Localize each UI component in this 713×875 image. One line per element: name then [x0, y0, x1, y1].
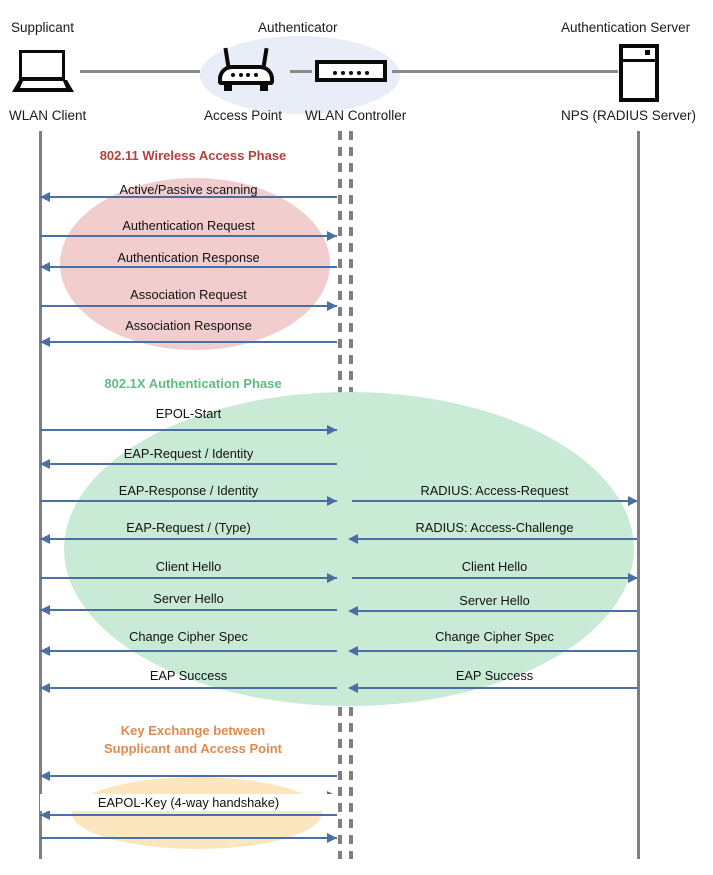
message-line: [40, 650, 337, 653]
arrowhead-left-icon: [40, 337, 50, 347]
message-line: [40, 341, 337, 344]
message-label: Server Hello: [153, 591, 224, 606]
message-label: Association Response: [125, 318, 252, 333]
laptop-icon: [12, 50, 74, 92]
arrowhead-left-icon: [40, 810, 50, 820]
arrowhead-left-icon: [348, 606, 358, 616]
group-label-eapol-key: EAPOL-Key (4-way handshake): [40, 794, 337, 811]
lifeline-auth-server: [637, 131, 640, 859]
message-label: Active/Passive scanning: [119, 182, 258, 197]
arrowhead-right-icon: [327, 573, 337, 583]
message-label-right: Change Cipher Spec: [435, 629, 554, 644]
arrowhead-left-icon: [40, 534, 50, 544]
arrowhead-right-icon: [327, 301, 337, 311]
arrowhead-right-icon: [628, 496, 638, 506]
message-line: [40, 196, 337, 199]
message-line-right: [352, 500, 637, 503]
message-line-right: [352, 687, 637, 690]
phase-title-key-exchange-line1: Key Exchange between: [120, 723, 266, 738]
message-label: Client Hello: [155, 559, 222, 574]
message-line: [40, 463, 337, 466]
access-point-icon: [218, 47, 274, 92]
device-label-nps: NPS (RADIUS Server): [561, 108, 697, 123]
wire-client-ap: [80, 70, 200, 73]
message-label: EAP-Response / Identity: [118, 483, 259, 498]
arrowhead-right-icon: [327, 833, 337, 843]
message-line: [40, 500, 337, 503]
message-line: [40, 814, 337, 817]
message-line: [40, 266, 337, 269]
arrowhead-right-icon: [327, 231, 337, 241]
device-label-access-point: Access Point: [204, 108, 283, 123]
message-line: [40, 429, 337, 432]
message-line-right: [352, 577, 637, 580]
arrowhead-left-icon: [40, 646, 50, 656]
message-label: EPOL-Start: [155, 406, 222, 421]
message-line: [40, 577, 337, 580]
phase-blob-dot1x: [64, 392, 634, 706]
message-label: Association Request: [130, 287, 247, 302]
message-label-right: RADIUS: Access-Challenge: [415, 520, 574, 535]
phase-title-wireless-access: 802.11 Wireless Access Phase: [99, 148, 287, 163]
arrowhead-left-icon: [348, 534, 358, 544]
arrowhead-right-icon: [327, 425, 337, 435]
arrowhead-left-icon: [40, 683, 50, 693]
arrowhead-left-icon: [348, 646, 358, 656]
arrowhead-left-icon: [348, 683, 358, 693]
phase-blob-wireless-access: [60, 178, 330, 350]
message-label-right: Server Hello: [459, 593, 530, 608]
phase-title-dot1x: 802.1X Authentication Phase: [104, 376, 282, 391]
message-label-right: EAP Success: [455, 668, 534, 683]
message-label: EAP-Request / (Type): [126, 520, 251, 535]
arrowhead-left-icon: [40, 459, 50, 469]
message-label: Change Cipher Spec: [129, 629, 248, 644]
arrowhead-right-icon: [628, 573, 638, 583]
arrowhead-left-icon: [40, 262, 50, 272]
message-label: Authentication Response: [117, 250, 260, 265]
message-line: [40, 235, 337, 238]
arrowhead-left-icon: [40, 771, 50, 781]
role-title-authenticator: Authenticator: [258, 20, 338, 35]
wire-ap-controller: [290, 70, 312, 73]
message-line-right: [352, 538, 637, 541]
message-line-right: [352, 610, 637, 613]
wlan-controller-icon: [315, 60, 387, 82]
device-label-wlan-controller: WLAN Controller: [305, 108, 407, 123]
message-label-right: RADIUS: Access-Request: [420, 483, 569, 498]
device-label-wlan-client: WLAN Client: [9, 108, 87, 123]
arrowhead-left-icon: [40, 192, 50, 202]
message-label: Authentication Request: [122, 218, 255, 233]
message-label: EAP Success: [149, 668, 228, 683]
lifeline-supplicant: [39, 131, 42, 859]
message-line: [40, 305, 337, 308]
message-line: [40, 687, 337, 690]
message-line: [40, 775, 337, 778]
message-line-right: [352, 650, 637, 653]
message-line: [40, 837, 337, 840]
message-line: [40, 538, 337, 541]
message-label-right: Client Hello: [461, 559, 528, 574]
message-label: EAP-Request / Identity: [123, 446, 254, 461]
role-title-authentication-server: Authentication Server: [561, 20, 691, 35]
arrowhead-left-icon: [40, 605, 50, 615]
server-icon: [619, 44, 659, 102]
phase-title-key-exchange-line2: Supplicant and Access Point: [104, 741, 282, 756]
message-line: [40, 609, 337, 612]
arrowhead-right-icon: [327, 496, 337, 506]
role-title-supplicant: Supplicant: [11, 20, 75, 35]
wire-controller-server: [392, 70, 618, 73]
